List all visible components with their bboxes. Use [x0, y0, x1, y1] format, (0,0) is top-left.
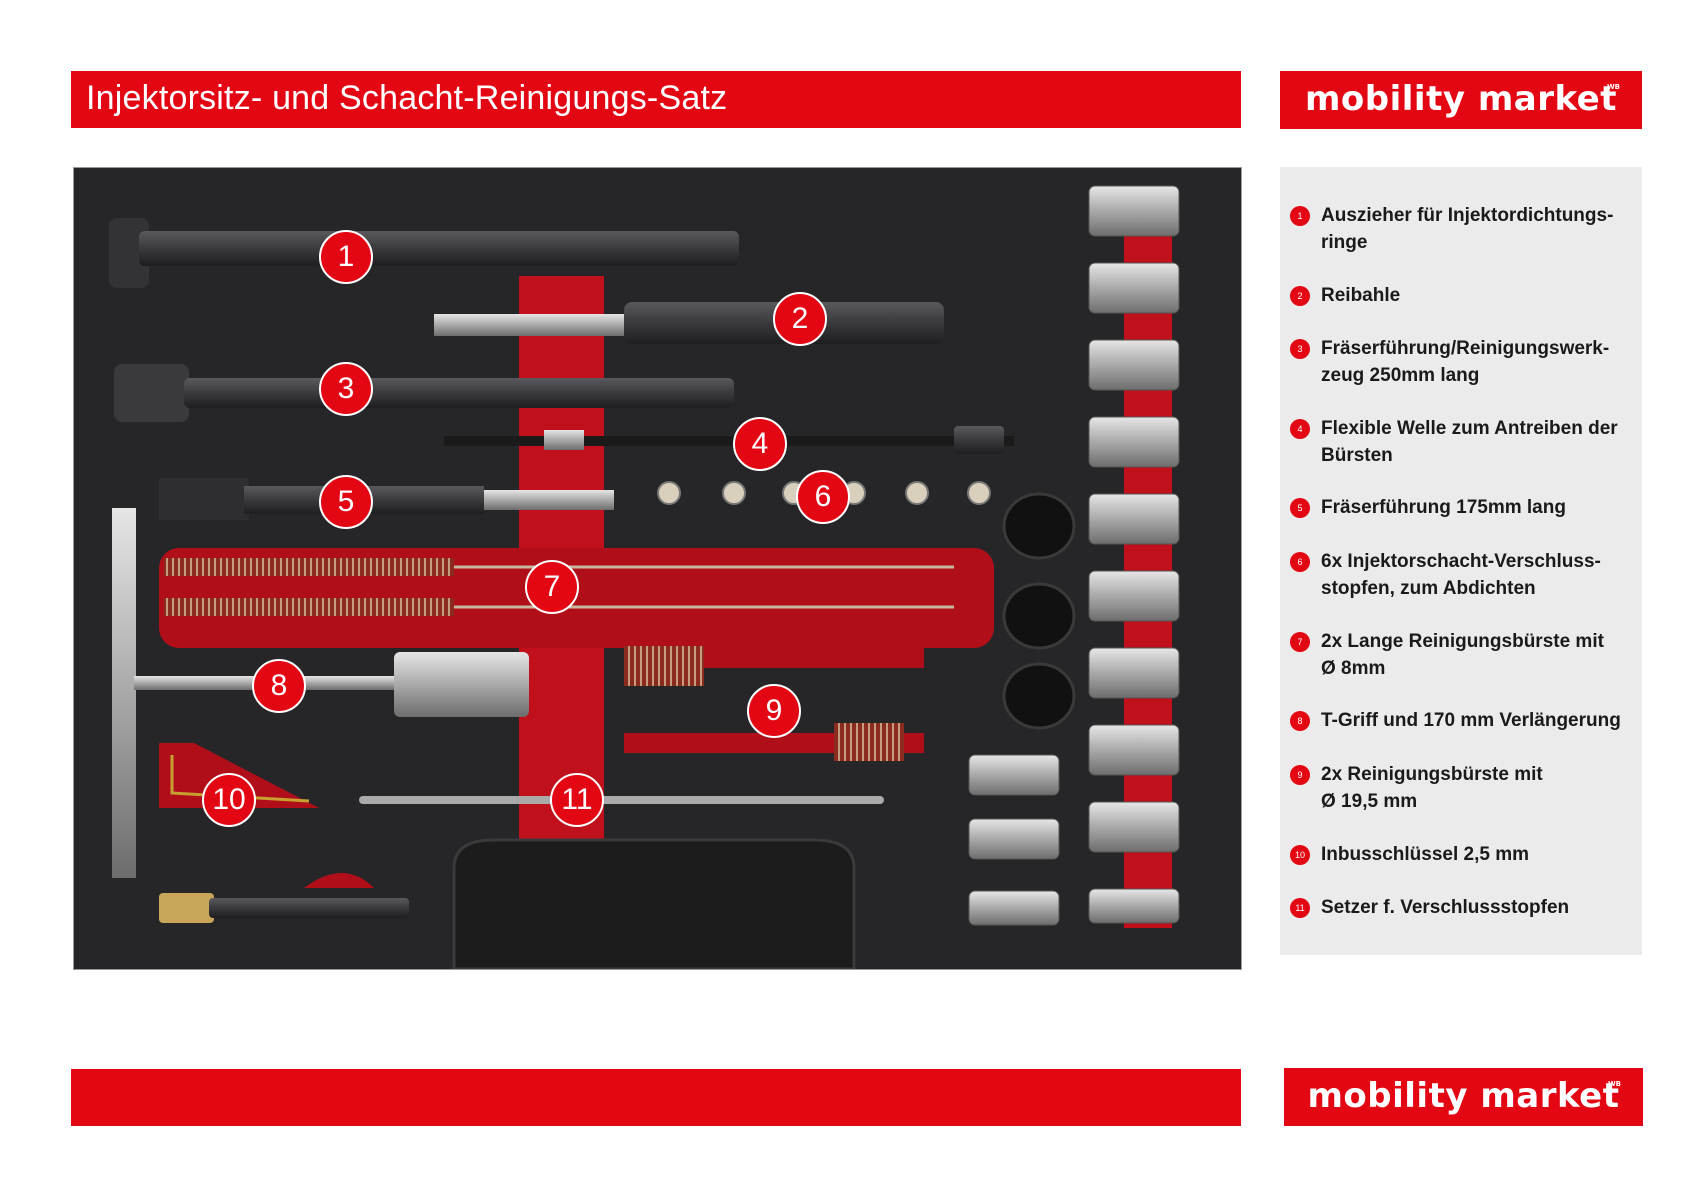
legend-number-badge: 6 [1290, 552, 1310, 572]
legend-text: Reibahle [1321, 285, 1401, 306]
marker-7: 7 [525, 560, 579, 614]
legend-text: Setzer f. Verschlussstopfen [1321, 897, 1570, 918]
toolkit-photo: 1 2 3 4 5 6 7 8 9 10 11 [73, 167, 1242, 970]
legend-number-badge: 8 [1290, 711, 1310, 731]
tool-7-brush-a [164, 558, 454, 576]
tool-7-brush-b [164, 598, 454, 616]
legend-text: Inbusschlüssel 2,5 mm [1321, 844, 1530, 865]
rubber-caps [1002, 492, 1076, 730]
tool-3-knob [114, 364, 189, 422]
tool-10-hex-key [170, 755, 310, 803]
tool-11-setter [359, 796, 884, 804]
legend-panel: 1 Auszieher für Injektordichtungs- ringe… [1280, 167, 1642, 955]
tool-5 [159, 478, 249, 520]
tool-1-knob [109, 218, 149, 288]
logo-mark: WB [1607, 1080, 1621, 1088]
legend-text: 6x Injektorschacht-Verschluss- stopfen, … [1321, 551, 1601, 599]
logo-mark: WB [1606, 83, 1620, 91]
tool-9-brush-b [834, 723, 904, 761]
marker-4: 4 [733, 417, 787, 471]
legend-number-badge: 3 [1290, 339, 1310, 359]
logo-text: mobility market [1305, 79, 1617, 119]
marker-1: 1 [319, 230, 373, 284]
legend-text: 2x Lange Reinigungsbürste mit Ø 8mm [1321, 631, 1604, 679]
marker-5: 5 [319, 475, 373, 529]
page-title: Injektorsitz- und Schacht-Reinigungs-Sat… [86, 79, 728, 117]
footer-bar [71, 1069, 1241, 1126]
legend-text: 2x Reinigungsbürste mit Ø 19,5 mm [1321, 764, 1543, 812]
marker-11: 11 [550, 773, 604, 827]
tool-2-reamer [434, 314, 634, 336]
marker-9: 9 [747, 684, 801, 738]
legend-text: Fräserführung 175mm lang [1321, 497, 1566, 518]
marker-3: 3 [319, 362, 373, 416]
logo-bottom: mobility market WB [1284, 1068, 1643, 1126]
tool-8-t-handle [112, 508, 136, 878]
legend-number-badge: 11 [1290, 898, 1310, 918]
legend-text: Auszieher für Injektordichtungs- ringe [1321, 205, 1614, 253]
legend-text: T-Griff und 170 mm Verlängerung [1321, 710, 1621, 731]
marker-6: 6 [796, 470, 850, 524]
legend-number-badge: 1 [1290, 206, 1310, 226]
cutter-set [968, 185, 1180, 926]
legend-number-badge: 7 [1290, 632, 1310, 652]
toolkit-illustration [74, 168, 1241, 969]
tool-4-flex-shaft [444, 436, 1014, 446]
legend-number-badge: 2 [1290, 286, 1310, 306]
legend-text: Flexible Welle zum Antreiben der Bürsten [1321, 418, 1618, 466]
marker-8: 8 [252, 659, 306, 713]
legend-number-badge: 4 [1290, 419, 1310, 439]
legend-text: Fräserführung/Reinigungswerk- zeug 250mm… [1321, 338, 1610, 386]
tool-1-shaft [139, 231, 739, 266]
marker-2: 2 [773, 292, 827, 346]
tool-9-brush-a [624, 646, 704, 686]
logo-top: mobility market WB [1280, 71, 1642, 129]
legend-number-badge: 9 [1290, 765, 1310, 785]
header-bar: Injektorsitz- und Schacht-Reinigungs-Sat… [71, 71, 1241, 128]
legend-number-badge: 5 [1290, 498, 1310, 518]
legend-number-badge: 10 [1290, 845, 1310, 865]
marker-10: 10 [202, 773, 256, 827]
logo-text: mobility market [1307, 1076, 1620, 1116]
